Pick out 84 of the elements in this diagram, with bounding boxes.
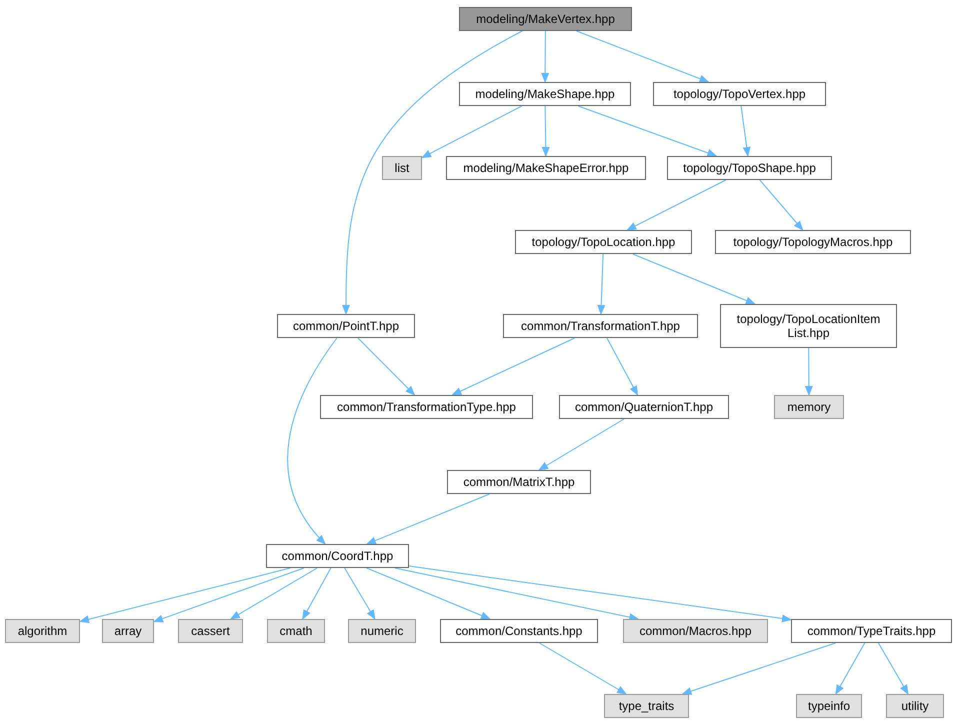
file-box	[459, 7, 632, 31]
file-name: common/TypeTraits.hpp	[807, 624, 936, 638]
arrow	[682, 642, 836, 695]
arrow	[538, 418, 624, 471]
arrow	[287, 338, 338, 545]
file-name: cmath	[280, 624, 312, 638]
file-name: common/PointT.hpp	[292, 319, 400, 333]
file-name: memory	[787, 400, 831, 414]
arrow	[302, 568, 332, 620]
arrow	[153, 568, 304, 622]
arrow	[366, 494, 490, 544]
arrow	[357, 338, 416, 396]
file-name: common/CoordT.hpp	[282, 549, 394, 563]
arrow	[835, 642, 866, 695]
file-name: numeric	[360, 624, 404, 638]
arrow	[804, 348, 813, 396]
file-box	[623, 619, 768, 643]
arrow	[394, 568, 640, 622]
file-name: topology/TopoLocation.hpp	[532, 235, 676, 249]
arrow	[408, 566, 792, 622]
file-box	[459, 82, 631, 106]
file-box	[320, 395, 533, 419]
file-name: topology/TopoVertex.hpp	[673, 87, 806, 101]
file-box	[791, 619, 952, 643]
file-name: common/MatrixT.hpp	[463, 475, 575, 489]
file-box	[267, 619, 325, 643]
arrow	[542, 106, 550, 157]
file-name: array	[114, 624, 142, 638]
arrow	[344, 568, 376, 620]
file-box	[886, 694, 944, 718]
file-name: modeling/MakeVertex.hpp	[476, 12, 615, 26]
file-box	[102, 619, 154, 643]
file-name: common/Macros.hpp	[639, 624, 752, 638]
file-box	[667, 156, 832, 180]
file-box	[515, 230, 692, 254]
file-name: cassert	[191, 624, 230, 638]
file-box	[653, 82, 826, 106]
file-name: common/TransformationType.hpp	[337, 400, 516, 414]
arrow	[626, 180, 726, 230]
file-box	[440, 619, 598, 643]
file-box	[796, 694, 862, 718]
file-box	[503, 314, 698, 338]
file-name: type_traits	[618, 699, 674, 713]
arrow	[740, 106, 751, 157]
file-name: common/Constants.hpp	[456, 624, 582, 638]
file-box	[178, 619, 243, 643]
arrow	[79, 568, 291, 624]
file-box	[277, 314, 415, 338]
arrow	[632, 254, 756, 304]
arrow	[230, 568, 318, 620]
file-box	[559, 395, 729, 419]
file-name: common/QuaternionT.hpp	[574, 400, 714, 414]
arrow	[421, 106, 522, 158]
arrow	[759, 180, 804, 231]
file-name: topology/TopoLocationItem List.hpp	[736, 312, 882, 340]
arrow	[878, 642, 909, 695]
file-box	[447, 470, 591, 494]
arrow	[541, 30, 550, 83]
arrow	[538, 642, 627, 694]
file-box	[446, 156, 646, 180]
file-box	[382, 156, 422, 180]
file-name: algorithm	[18, 624, 68, 638]
file-name: common/TransformationT.hpp	[521, 319, 680, 333]
arrow	[597, 254, 606, 315]
file-box	[348, 619, 416, 643]
arrow	[451, 338, 576, 396]
arrow	[606, 338, 638, 396]
file-name: topology/TopologyMacros.hpp	[733, 235, 893, 249]
file-name: typeinfo	[808, 699, 850, 713]
file-box	[5, 619, 80, 643]
file-name: topology/TopoShape.hpp	[683, 161, 816, 175]
file-name: list	[394, 161, 410, 175]
arrow	[578, 106, 718, 157]
file-name: modeling/MakeShape.hpp	[475, 87, 615, 101]
file-box	[720, 304, 897, 348]
file-box	[266, 544, 409, 568]
file-box	[715, 230, 911, 254]
file-name: utility	[901, 699, 929, 713]
file-name: modeling/MakeShapeError.hpp	[463, 161, 629, 175]
arrow	[576, 30, 710, 82]
file-box	[604, 694, 689, 718]
arrow	[366, 568, 491, 620]
file-box	[774, 395, 844, 419]
arrow	[342, 30, 523, 315]
